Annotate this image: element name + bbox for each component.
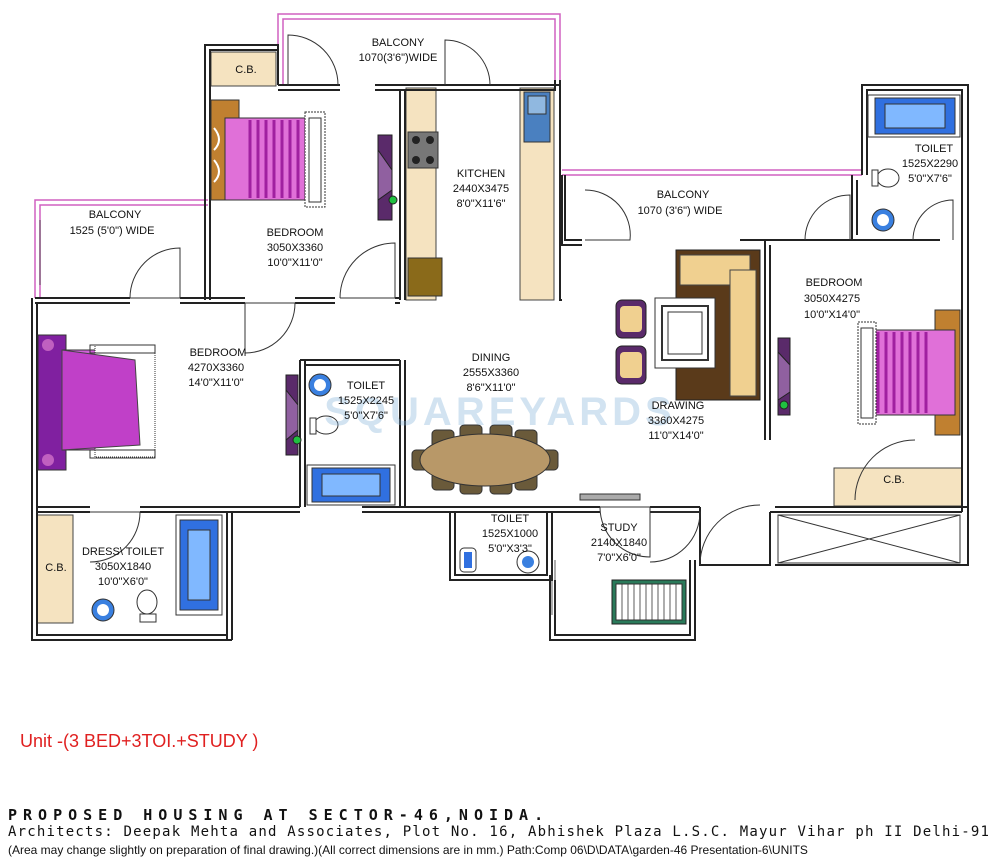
bedroom-left-name: BEDROOM — [190, 347, 247, 359]
kitchen-name: KITCHEN — [457, 168, 505, 180]
toilet-right-dim-ft: 5'0"X7'6" — [908, 173, 952, 185]
balcony-right-dim: 1070 (3'6") WIDE — [638, 205, 723, 217]
unit-title: Unit -(3 BED+3TOI.+STUDY ) — [20, 731, 259, 751]
study-dim-ft: 7'0"X6'0" — [597, 552, 641, 564]
bed-top-bedroom — [210, 99, 326, 208]
walls — [31, 44, 969, 641]
sofa-set — [615, 249, 761, 401]
kitchen-dim-ft: 8'0"X11'6" — [456, 198, 505, 210]
bedroom-right-dim-ft: 10'0"X14'0" — [804, 309, 860, 321]
bedroom-top-dim-ft: 10'0"X11'0" — [267, 257, 322, 269]
bath-fixtures — [91, 94, 961, 623]
toilet-right-name: TOILET — [915, 143, 954, 155]
floor-plan: SQUAREYARDS BALCONY 1070(3'6")WIDE C.B. … — [31, 13, 969, 641]
dining-dim-ft: 8'6"X11'0" — [466, 382, 515, 394]
project-title: PROPOSED HOUSING AT SECTOR-46,NOIDA. — [8, 806, 550, 824]
dress-toilet-dim-mm: 3050X1840 — [95, 561, 151, 573]
drawing-name: DRAWING — [652, 400, 705, 412]
bedroom-left-dim-mm: 4270X3360 — [188, 362, 244, 374]
cb-left-label: C.B. — [45, 562, 66, 574]
dress-toilet-dim-ft: 10'0"X6'0" — [98, 576, 148, 588]
windows — [39, 220, 556, 615]
shaft — [777, 514, 961, 564]
balcony-left-name: BALCONY — [89, 209, 142, 221]
bedroom-right-dim-mm: 3050X4275 — [804, 293, 860, 305]
study-name: STUDY — [600, 522, 638, 534]
room-labels: BALCONY 1070(3'6")WIDE C.B. KITCHEN 2440… — [45, 37, 958, 588]
door-swings — [89, 34, 954, 566]
dining-table — [411, 424, 559, 495]
balcony-top-dim: 1070(3'6")WIDE — [359, 52, 438, 64]
bedroom-right-name: BEDROOM — [806, 277, 863, 289]
watermark: SQUAREYARDS — [324, 390, 675, 434]
toilet-mid-dim-mm: 1525X2245 — [338, 395, 394, 407]
toilet-right-dim-mm: 1525X2290 — [902, 158, 958, 170]
bed-right-bedroom — [857, 309, 961, 436]
toilet-mid-name: TOILET — [347, 380, 386, 392]
bed-left-bedroom — [37, 334, 156, 471]
balcony-left-dim: 1525 (5'0") WIDE — [70, 225, 155, 237]
dining-name: DINING — [472, 352, 511, 364]
architects-line: Architects: Deepak Mehta and Associates,… — [8, 824, 991, 840]
bedroom-top-name: BEDROOM — [267, 227, 324, 239]
cb-right-label: C.B. — [883, 474, 904, 486]
balcony-right-name: BALCONY — [657, 189, 710, 201]
dining-dim-mm: 2555X3360 — [463, 367, 519, 379]
bedroom-left-dim-ft: 14'0"X11'0" — [188, 377, 243, 389]
toilet-mid-dim-ft: 5'0"X7'6" — [344, 410, 388, 422]
kitchen-fixtures — [407, 91, 551, 297]
drawing-dim-mm: 3360X4275 — [648, 415, 704, 427]
study-furniture — [579, 493, 687, 625]
dress-toilet-name: DRESS\ TOILET — [82, 546, 164, 558]
drawing-dim-ft: 11'0"X14'0" — [648, 430, 703, 442]
disclaimer-line: (Area may change slightly on preparation… — [8, 843, 808, 857]
cb-top-label: C.B. — [235, 64, 256, 76]
bedroom-top-dim-mm: 3050X3360 — [267, 242, 323, 254]
balcony-top-name: BALCONY — [372, 37, 425, 49]
toilet-bottom-dim-mm: 1525X1000 — [482, 528, 538, 540]
toilet-bottom-dim-ft: 5'0"X3'3" — [488, 543, 532, 555]
kitchen-dim-mm: 2440X3475 — [453, 183, 509, 195]
study-dim-mm: 2140X1840 — [591, 537, 647, 549]
wardrobes — [285, 134, 791, 456]
toilet-bottom-name: TOILET — [491, 513, 530, 525]
